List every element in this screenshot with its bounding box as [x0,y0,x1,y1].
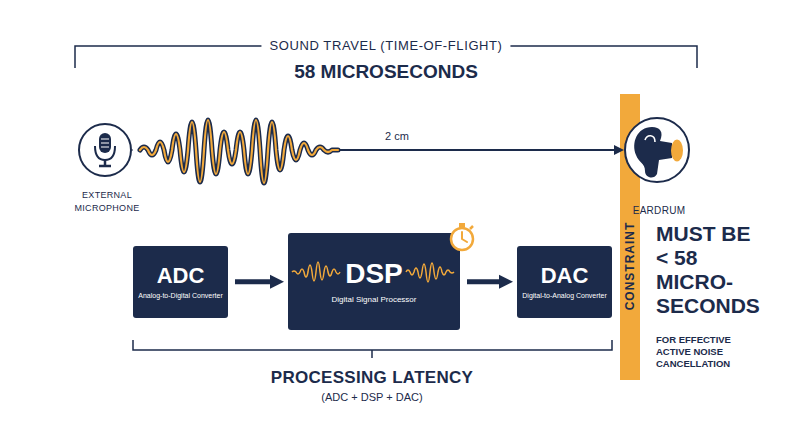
microphone-holder [95,146,115,160]
stopwatch-hands [462,232,467,242]
eardrum-label: EARDRUM [609,204,709,217]
section-heading: SOUND TRAVEL (TIME-OF-FLIGHT) [261,38,510,54]
ear-fold [645,136,655,142]
signal-flow-arrow [235,279,270,284]
dac-box: DAC Digital-to-Analog Converter [517,246,612,318]
latency-formula: (ADC + DSP + DAC) [321,390,422,404]
sound-wave [140,120,338,183]
sound-wave-outline [140,120,338,183]
adc-box: ADC Analog-to-Digital Converter [133,246,228,318]
dsp-waveform [292,262,340,281]
constraint-value: MUST BE < 58 MICRO- SECONDS [656,222,764,318]
ear-icon [634,127,683,178]
box-heading: DAC [541,264,589,288]
box-heading: DSP [345,259,403,289]
box-subtitle: Digital Signal Processor [332,295,417,305]
microphone-stand [99,160,111,166]
constraint-label: CONSTRAINT [623,221,637,310]
signal-flow-arrow [467,279,499,284]
stopwatch-face [451,228,473,250]
box-heading: ADC [157,264,205,288]
latency-bracket [133,340,612,350]
microphone-label: EXTERNAL MICROPHONE [71,189,143,215]
microphone-capsule [99,133,111,153]
time-value: 58 MICROSECONDS [294,61,478,83]
distance-label: 2 cm [385,130,409,143]
microphone-icon [95,133,115,166]
ear-shape [634,127,672,178]
constraint-note: FOR EFFECTIVE ACTIVE NOISE CANCELLATION [656,334,738,370]
box-subtitle: Analog-to-Digital Converter [135,291,225,300]
box-subtitle: Digital-to-Analog Converter [519,291,609,300]
microphone-grille [101,139,109,147]
latency-heading: PROCESSING LATENCY [271,368,474,388]
latency-bracket-tick [371,350,373,358]
stopwatch-button [470,226,473,229]
stopwatch-crown [459,223,465,227]
eardrum-membrane [671,140,683,162]
dsp-waveform [406,263,454,282]
stopwatch-icon [451,223,473,250]
